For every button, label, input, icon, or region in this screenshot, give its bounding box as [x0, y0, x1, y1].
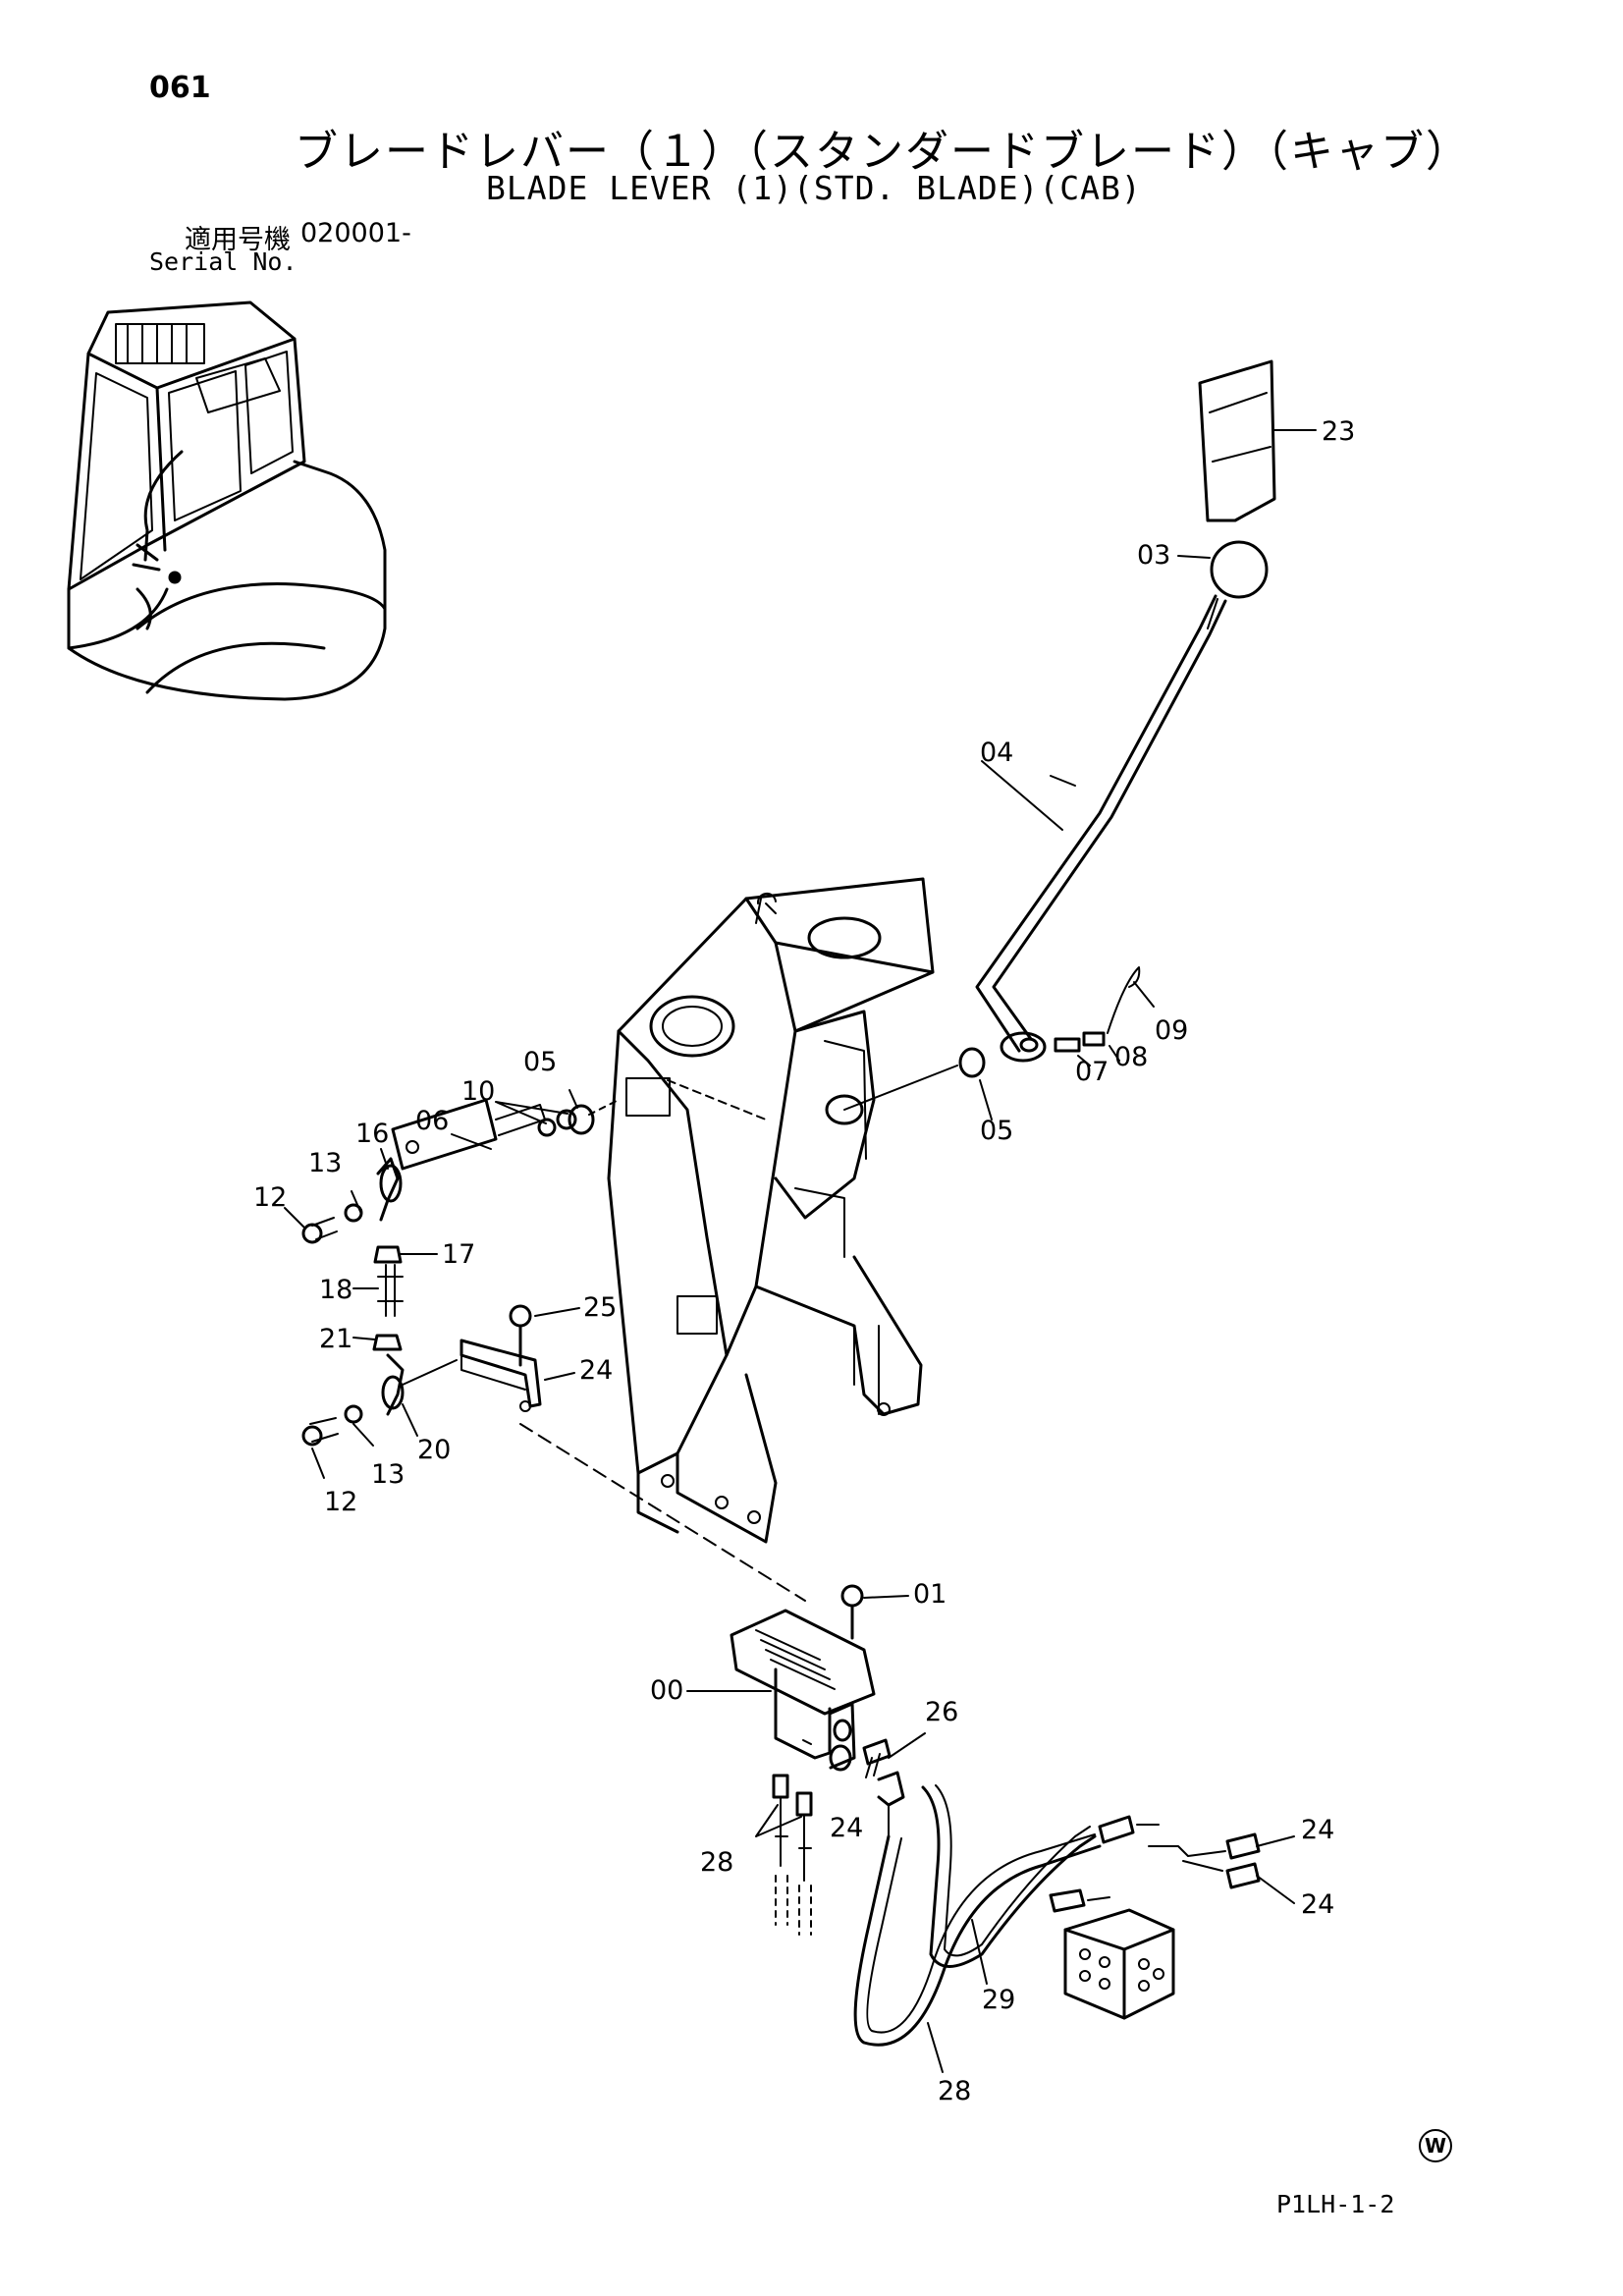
lever-knob-and-rod: [975, 540, 1269, 1066]
callout-13-lower: 13: [371, 1459, 405, 1490]
manufacturer-mark: W: [1419, 2129, 1452, 2162]
callout-25: 26: [925, 1697, 958, 1727]
page-code: P1LH-1-2: [1276, 2190, 1395, 2218]
callout-06: 06: [415, 1106, 449, 1136]
callout-26: 28: [700, 1847, 733, 1878]
callout-05-right: 05: [980, 1116, 1013, 1146]
serial-value: 020001-: [300, 218, 411, 248]
callout-05-left: 05: [523, 1047, 557, 1077]
hoses: [853, 1784, 1160, 2073]
callout-24-center: 24: [830, 1813, 863, 1843]
callout-15: 17: [442, 1239, 475, 1270]
callout-28: 28: [938, 2076, 971, 2106]
page-number: 061: [149, 71, 211, 105]
fittings: [755, 1738, 1295, 1936]
callout-24-upper-right: 24: [1301, 1815, 1334, 1845]
title-english: BLADE LEVER (1)(STD. BLADE)(CAB): [486, 169, 1142, 207]
callout-labels: 23 03 04 09 08 07 05 05 10 06 16 13 12 1…: [253, 416, 1355, 2106]
serial-label-english: Serial No.: [149, 247, 298, 276]
callout-20: 24: [579, 1355, 613, 1386]
leader-lines: [284, 598, 1218, 1759]
title-japanese: ブレードレバー（１）（スタンダードブレード）（キャブ）: [295, 127, 1471, 177]
callout-14: 16: [355, 1119, 389, 1149]
callout-10: 10: [461, 1076, 495, 1107]
lever-boot: [1198, 359, 1317, 522]
callout-29: 29: [982, 1985, 1015, 2015]
callout-07: 07: [1075, 1057, 1109, 1087]
shaft-assembly: [391, 1047, 986, 1171]
lever-stand: [607, 877, 935, 1544]
serial-label-japanese: 適用号機: [185, 225, 291, 255]
callout-09: 09: [1155, 1015, 1188, 1046]
callout-17: 20: [417, 1435, 451, 1465]
callout-21: 25: [583, 1292, 617, 1323]
callout-04: 04: [980, 738, 1013, 768]
callout-08: 08: [1114, 1042, 1148, 1072]
callout-00: 00: [650, 1675, 683, 1706]
callout-12-lower: 12: [324, 1487, 357, 1517]
callout-12-upper: 12: [253, 1182, 287, 1213]
bracket-20: [460, 1304, 806, 1602]
callout-16: 18: [319, 1275, 352, 1305]
callout-13-upper: 13: [308, 1148, 342, 1178]
pilot-valve: [686, 1584, 876, 1772]
callout-18: 21: [319, 1324, 352, 1354]
cab-thumbnail: [67, 301, 387, 701]
callout-03: 03: [1137, 540, 1170, 571]
control-valve-block: [1063, 1908, 1175, 2020]
callout-23: 23: [1322, 416, 1355, 447]
callout-24-lower-right: 24: [1301, 1889, 1334, 1920]
callout-01: 01: [913, 1579, 947, 1610]
